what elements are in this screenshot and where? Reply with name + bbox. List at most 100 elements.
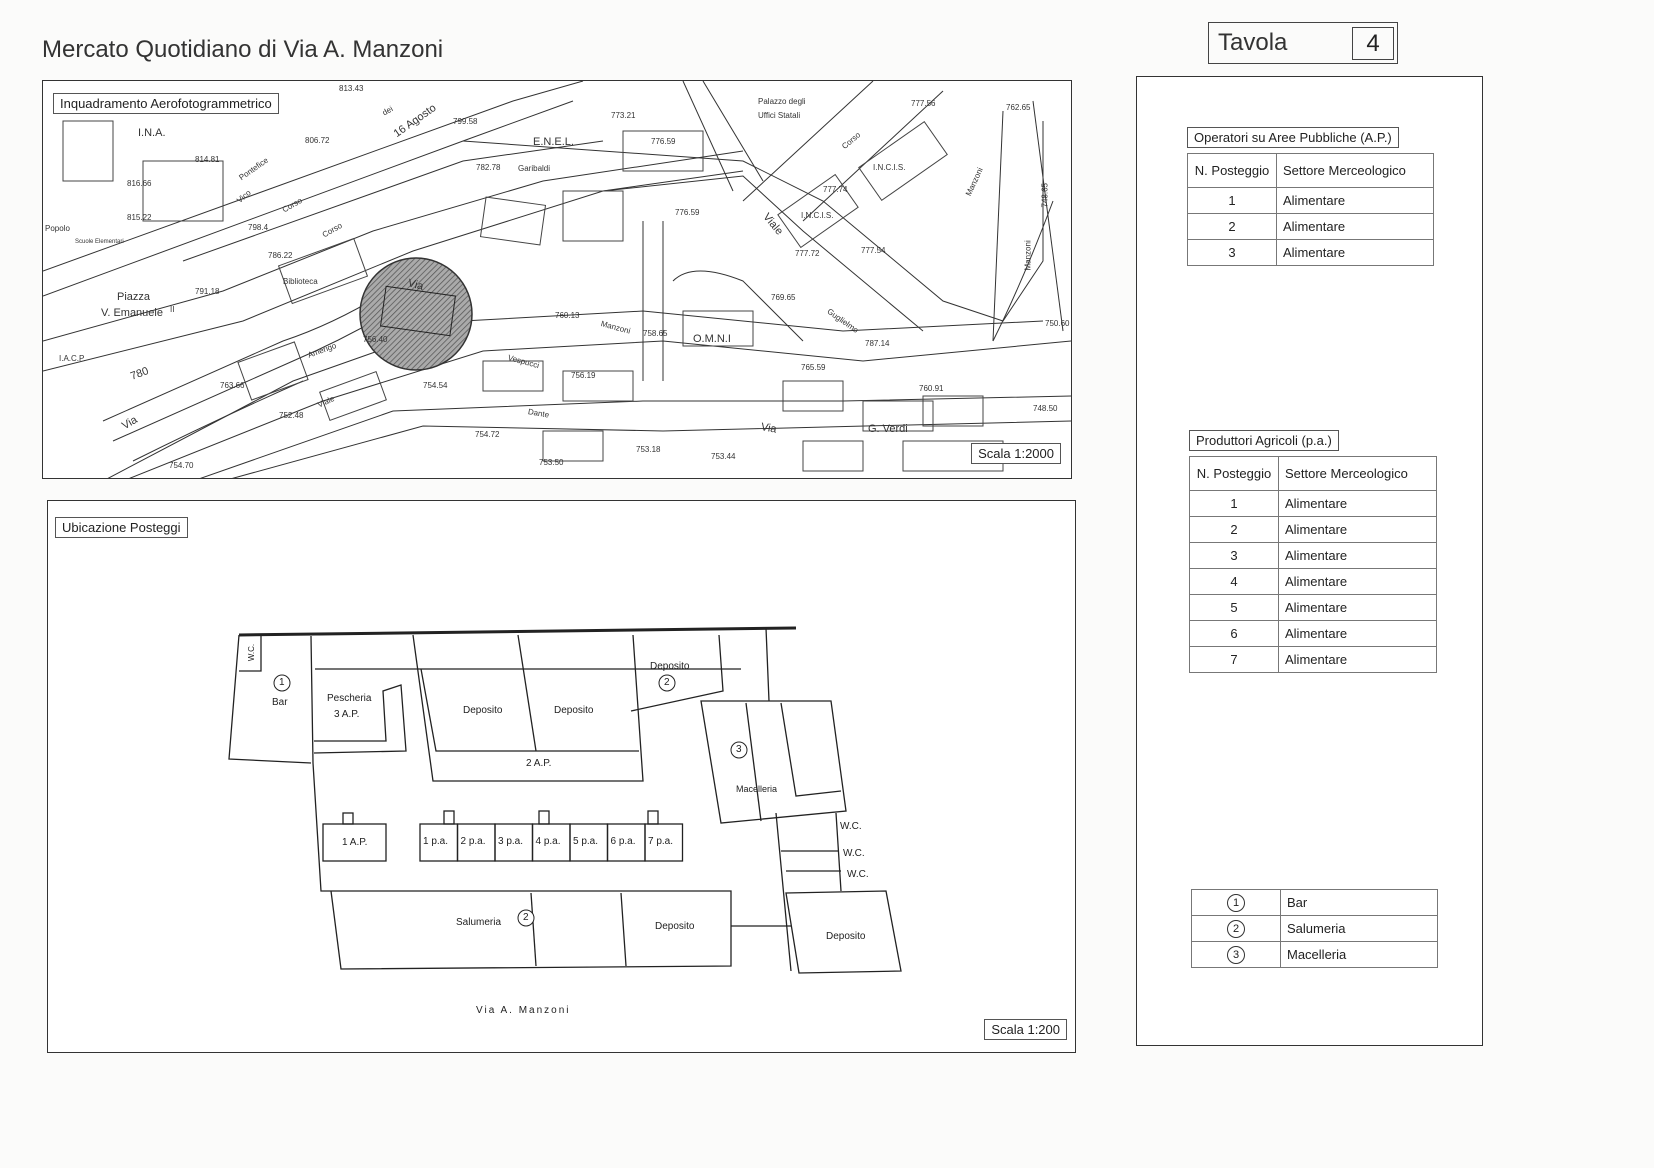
sector: Alimentare	[1278, 620, 1437, 647]
map-scale: Scala 1:2000	[971, 443, 1061, 464]
elevation: 753.18	[636, 445, 661, 454]
elevation: 815.22	[127, 213, 152, 222]
elevation: 752.48	[279, 411, 304, 420]
sector: Alimentare	[1276, 213, 1434, 240]
sector: Alimentare	[1276, 187, 1434, 214]
sector: Alimentare	[1278, 542, 1437, 569]
elevation: 806.72	[305, 136, 330, 145]
elevation: 777.74	[823, 185, 848, 194]
elevation: 769.65	[771, 293, 796, 302]
table-row: 1 Alimentare	[1189, 490, 1437, 517]
elevation: 813.43	[339, 84, 364, 93]
room-wc: W.C.	[843, 848, 865, 859]
column-header: Settore Merceologico	[1278, 456, 1437, 491]
map-label-verdi: G. Verdi	[868, 423, 908, 435]
elevation: 786.22	[268, 251, 293, 260]
sector: Alimentare	[1278, 646, 1437, 673]
circle-num-1	[273, 674, 291, 692]
table-row: 3 Alimentare	[1189, 542, 1437, 569]
stall-1-ap: 1 A.P.	[342, 837, 368, 848]
stall-box	[644, 823, 684, 862]
elevation: 791.18	[195, 287, 220, 296]
stall-number: 3	[1230, 548, 1238, 563]
column-header: N. Posteggio	[1189, 456, 1279, 491]
stall-pa-label: 1 p.a.	[423, 836, 449, 847]
elevation: 758.65	[643, 329, 668, 338]
elevation: 753.44	[711, 452, 736, 461]
room-salumeria: Salumeria	[456, 917, 502, 928]
room-macelleria-number: 3	[736, 744, 742, 755]
table-row: 7 Alimentare	[1189, 646, 1437, 673]
map-label-ii: II	[170, 305, 175, 314]
elevation: 765.59	[801, 363, 826, 372]
tavola-label: Tavola	[1218, 29, 1288, 56]
column-header: N. Posteggio	[1187, 153, 1277, 188]
elevation: 777.56	[911, 99, 936, 108]
sector: Macelleria	[1280, 941, 1438, 968]
room-macelleria: Macelleria	[736, 784, 778, 794]
map-label-biblioteca: Biblioteca	[283, 277, 318, 286]
stall-pa-label: 7 p.a.	[648, 836, 674, 847]
table-row: 3 Alimentare	[1187, 239, 1434, 266]
elevation: 754.54	[423, 381, 448, 390]
operatori-title: Operatori su Aree Pubbliche (A.P.)	[1187, 127, 1399, 148]
map-label-incis: I.N.C.I.S.	[801, 211, 834, 220]
map-label-piazza: V. Emanuele	[101, 307, 163, 319]
room-wc: W.C.	[840, 821, 862, 832]
elevation: 756.19	[571, 371, 596, 380]
elevation: 799.58	[453, 117, 478, 126]
stall-number: 2	[1230, 522, 1238, 537]
elevation: 754.70	[169, 461, 194, 470]
stall-number: 1	[1228, 193, 1236, 208]
circle-number: 1	[1227, 893, 1245, 912]
room-bar: Bar	[272, 697, 288, 708]
circle-num-2	[658, 674, 676, 692]
sector: Salumeria	[1280, 915, 1438, 942]
map-label-incis: I.N.C.I.S.	[873, 163, 906, 172]
map-label-enel: E.N.E.L.	[533, 136, 574, 148]
sector: Alimentare	[1278, 490, 1437, 517]
stall-number: 6	[1230, 626, 1238, 641]
stall-pa-label: 4 p.a.	[535, 836, 561, 847]
stall-number: 1	[1230, 496, 1238, 511]
map-label-scuole: Scuole Elementari	[75, 239, 124, 245]
elevation: 776.59	[675, 208, 700, 217]
market-location-marker	[359, 257, 473, 371]
map-label-manzoni: Manzoni	[1023, 240, 1033, 271]
elevation: 798.4	[248, 223, 269, 232]
stall-number: 7	[1230, 652, 1238, 667]
room-wc: W.C.	[847, 869, 869, 880]
plan-section-label: Ubicazione Posteggi	[55, 517, 188, 538]
elevation: 748.65	[1040, 183, 1050, 208]
room-deposito: Deposito	[650, 661, 690, 672]
stall-3-ap: 3 A.P.	[334, 709, 360, 720]
map-drawing	[43, 81, 1071, 478]
map-label-iacp: I.A.C.P.	[59, 354, 86, 363]
elevation: 760.13	[555, 311, 580, 320]
stall-pa-label: 6 p.a.	[610, 836, 636, 847]
stall-pa-label: 2 p.a.	[460, 836, 486, 847]
stall-number: 3	[1228, 245, 1236, 260]
map-label-popolo: Popolo	[45, 224, 70, 233]
stall-pa-label: 5 p.a.	[573, 836, 599, 847]
elevation: 760.91	[919, 384, 944, 393]
room-deposito-number: 2	[664, 677, 670, 688]
room-salumeria-number: 2	[523, 912, 529, 923]
room-deposito: Deposito	[463, 705, 503, 716]
map-label-via: Via	[759, 421, 778, 436]
sector: Alimentare	[1278, 594, 1437, 621]
tavola-number: 4	[1352, 27, 1394, 60]
sector: Alimentare	[1276, 239, 1434, 266]
elevation: 777.72	[795, 249, 820, 258]
stall-plan: Ubicazione Posteggi Scala 1:200 Via A. M…	[47, 500, 1076, 1053]
map-label-garibaldi: Garibaldi	[518, 164, 551, 173]
tavola-box: Tavola 4	[1208, 22, 1398, 64]
room-pescheria: Pescheria	[327, 693, 372, 704]
